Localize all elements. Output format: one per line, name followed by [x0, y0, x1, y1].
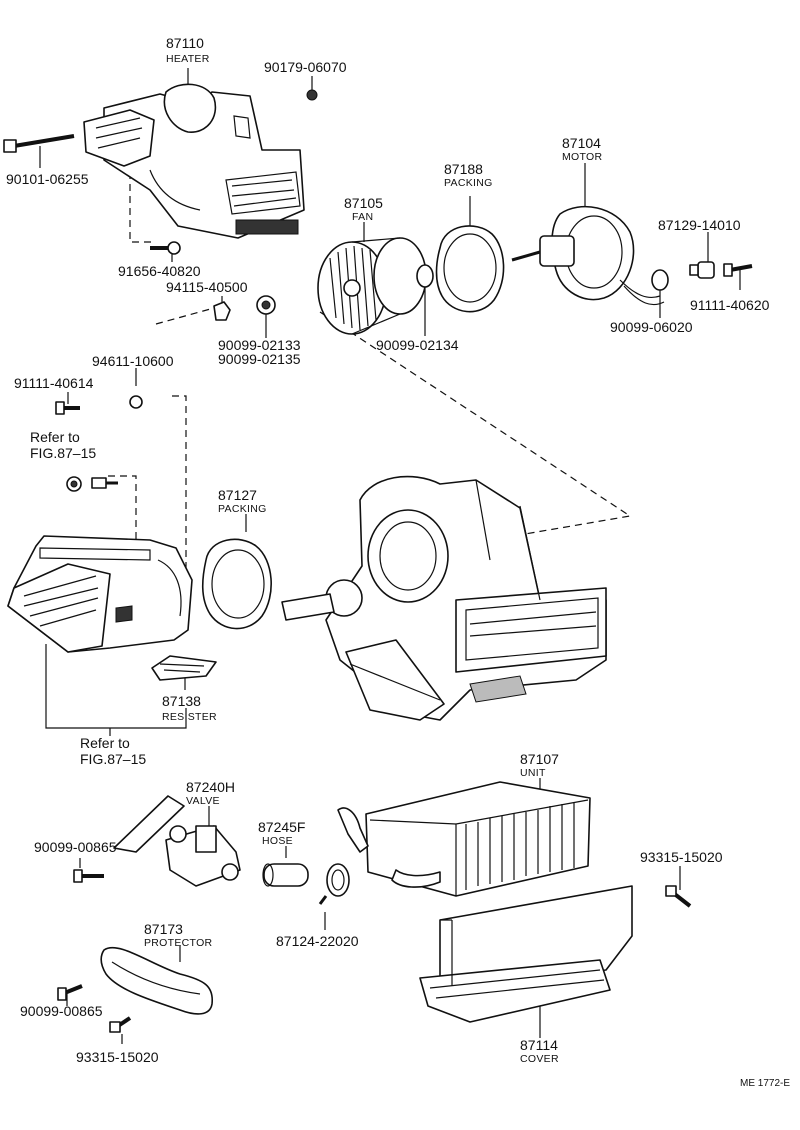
blower-case-drawing [7, 535, 193, 653]
heater-assembly-top-drawing [83, 83, 305, 239]
label-91111-40614: 91111-40614 [14, 375, 94, 391]
resister-drawing [151, 655, 217, 681]
label-87124-22020: 87124-22020 [276, 933, 359, 949]
protector-drawing [100, 946, 213, 1015]
refer-fig-top: FIG.87–15 [30, 445, 96, 461]
label-87110-number: 87110 [166, 35, 204, 51]
heater-unit-drawing [337, 781, 591, 897]
small-fasteners-drawing [55, 89, 318, 492]
label-87127-number: 87127 [218, 487, 257, 503]
screws-bottom-drawing [57, 869, 692, 1033]
label-93315-15020-right: 93315-15020 [640, 849, 723, 865]
label-94115-40500: 94115-40500 [166, 279, 248, 295]
label-87107-name: UNIT [520, 767, 546, 779]
label-90099-06020: 90099-06020 [610, 319, 693, 335]
label-90099-00865-b: 90099-00865 [20, 1003, 103, 1019]
motor-fasteners-drawing [651, 261, 753, 291]
label-87104-number: 87104 [562, 135, 601, 151]
label-90179-06070: 90179-06070 [264, 59, 347, 75]
label-87245F-name: HOSE [262, 835, 293, 847]
label-94611-10600: 94611-10600 [92, 353, 174, 369]
motor-drawing [511, 205, 665, 306]
label-90099-02135: 90099-02135 [218, 351, 301, 367]
label-87245F-number: 87245F [258, 819, 305, 835]
label-87114-number: 87114 [520, 1037, 558, 1053]
refer-label-bottom: Refer to [80, 735, 130, 751]
label-87105-number: 87105 [344, 195, 383, 211]
heater-case-drawing [281, 475, 607, 721]
label-90099-02133: 90099-02133 [218, 337, 301, 353]
label-87114-name: COVER [520, 1053, 559, 1065]
label-87240H-number: 87240H [186, 779, 235, 795]
label-87129-14010: 87129-14010 [658, 217, 741, 233]
label-91656-40820: 91656-40820 [118, 263, 201, 279]
part-labels: 87110 HEATER 90179-06070 90101-06255 916… [6, 35, 790, 1089]
label-87188-number: 87188 [444, 161, 483, 177]
label-90099-02134: 90099-02134 [376, 337, 459, 353]
label-90101-06255: 90101-06255 [6, 171, 89, 187]
packing-87127-drawing [201, 538, 272, 630]
label-87104-name: MOTOR [562, 151, 603, 163]
label-87107-number: 87107 [520, 751, 559, 767]
label-87138-name: RESISTER [162, 711, 217, 723]
label-87138-number: 87138 [162, 693, 201, 709]
label-87240H-name: VALVE [186, 795, 220, 807]
packing-87188-drawing [435, 225, 505, 313]
label-87105-name: FAN [352, 211, 373, 223]
bolt-90101-drawing [3, 134, 75, 153]
refer-fig-bottom: FIG.87–15 [80, 751, 146, 767]
cover-drawing [419, 885, 633, 1023]
hose-drawing [262, 863, 309, 887]
label-93315-15020-left: 93315-15020 [76, 1049, 159, 1065]
label-87188-name: PACKING [444, 177, 493, 189]
valve-drawing [113, 795, 241, 887]
clamp-drawing [318, 863, 350, 905]
label-87110-name: HEATER [166, 53, 210, 65]
fan-drawing [317, 237, 434, 335]
label-87127-name: PACKING [218, 503, 267, 515]
refer-label-top: Refer to [30, 429, 80, 445]
label-87173-name: PROTECTOR [144, 937, 213, 949]
label-87173-number: 87173 [144, 921, 183, 937]
label-90099-00865-a: 90099-00865 [34, 839, 117, 855]
diagram-code: ME 1772-E [740, 1078, 790, 1089]
label-91111-40620: 91111-40620 [690, 297, 770, 313]
